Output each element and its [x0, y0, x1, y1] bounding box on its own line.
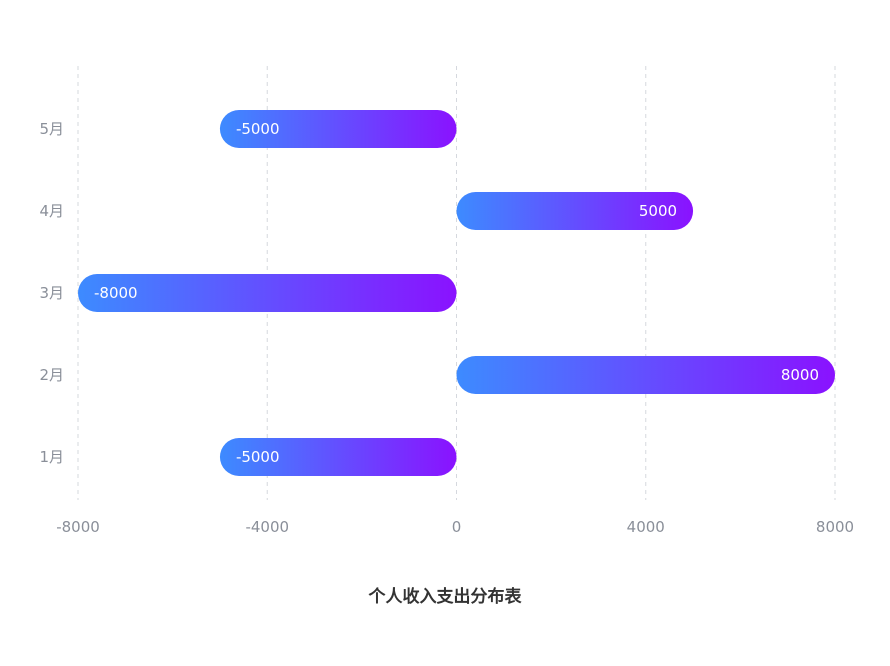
x-tick-label: -8000 [56, 518, 100, 536]
y-category-label: 1月 [39, 448, 64, 466]
x-tick-label: 8000 [816, 518, 854, 536]
y-category-label: 4月 [39, 202, 64, 220]
x-axis-labels: -8000 -4000 0 4000 8000 [56, 518, 854, 536]
x-tick-label: 4000 [627, 518, 665, 536]
bar-data-label: -5000 [236, 120, 280, 138]
chart-title: 个人收入支出分布表 [368, 586, 523, 607]
x-tick-label: 0 [452, 518, 462, 536]
bar [219, 438, 457, 476]
bar-data-label: -8000 [94, 284, 138, 302]
bar [456, 192, 694, 230]
bar [78, 274, 457, 312]
bar-data-label: 5000 [639, 202, 677, 220]
y-axis-labels: 1月 2月 3月 4月 5月 [39, 120, 64, 466]
x-tick-label: -4000 [245, 518, 289, 536]
y-category-label: 5月 [39, 120, 64, 138]
bars: -5000 8000 -8000 5000 -5000 [78, 110, 835, 476]
bar [219, 110, 457, 148]
bar-data-label: 8000 [781, 366, 819, 384]
y-category-label: 2月 [39, 366, 64, 384]
bar [456, 356, 835, 394]
y-category-label: 3月 [39, 284, 64, 302]
bar-data-label: -5000 [236, 448, 280, 466]
